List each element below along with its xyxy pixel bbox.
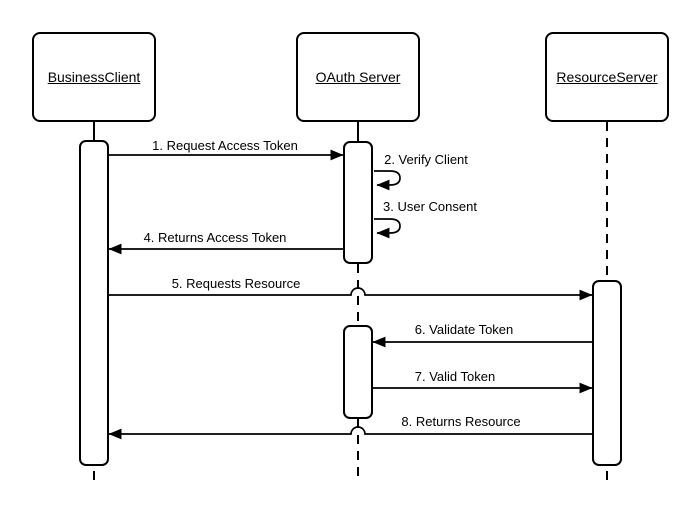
- actor-resource-server-label: ResourceServer: [556, 69, 658, 85]
- message-6-label: 6. Validate Token: [414, 322, 514, 337]
- message-8-label: 8. Returns Resource: [401, 414, 521, 429]
- activation-oauth-server-2: [343, 325, 373, 419]
- message-5-arrow: [109, 287, 593, 301]
- message-1-label: 1. Request Access Token: [152, 138, 298, 153]
- activation-oauth-server-1: [343, 141, 373, 264]
- activation-resource-server: [592, 280, 622, 466]
- actor-oauth-server-label: OAuth Server: [315, 69, 401, 85]
- actor-business-client-label: BusinessClient: [47, 69, 141, 85]
- message-4-label: 4. Returns Access Token: [143, 230, 287, 245]
- message-3-self-arrow: [374, 218, 401, 239]
- message-2-self-arrow: [374, 170, 401, 191]
- actor-oauth-server: OAuth Server: [296, 32, 420, 122]
- actor-resource-server: ResourceServer: [545, 32, 669, 122]
- actor-business-client: BusinessClient: [32, 32, 156, 122]
- message-7-label: 7. Valid Token: [414, 369, 496, 384]
- message-3-label: 3. User Consent: [383, 199, 477, 214]
- message-5-label: 5. Requests Resource: [171, 276, 301, 291]
- message-2-label: 2. Verify Client: [384, 152, 468, 167]
- activation-business-client: [79, 140, 109, 466]
- message-8-arrow: [108, 426, 592, 440]
